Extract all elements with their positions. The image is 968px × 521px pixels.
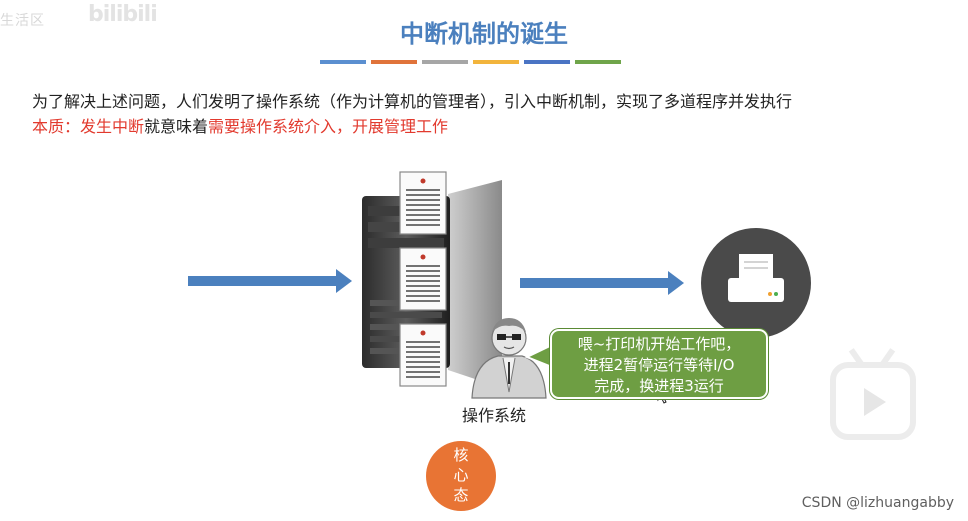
kernel-char: 心 — [453, 466, 469, 484]
bubble-line-1: 喂~打印机开始工作吧， — [577, 335, 741, 353]
output-arrow-icon — [520, 271, 684, 295]
kernel-char: 核 — [453, 446, 469, 464]
color-bar — [524, 60, 570, 64]
bubble-line-3: 完成，换进程3运行 — [594, 377, 724, 395]
bilibili-logo: bilibili — [88, 2, 158, 27]
input-arrow-icon — [188, 269, 352, 293]
document-icon — [399, 247, 447, 311]
color-bar — [422, 60, 468, 64]
essence-text: 本质：发生中断就意味着需要操作系统介入，开展管理工作 — [32, 113, 448, 137]
essence-part-2: 就意味着 — [144, 117, 209, 136]
essence-part-1: 本质：发生中断 — [32, 117, 145, 136]
kernel-mode-badge: 核 心 态 — [426, 441, 496, 511]
kernel-char: 态 — [453, 486, 469, 504]
slide-title: 中断机制的诞生 — [400, 20, 568, 48]
color-bar — [320, 60, 366, 64]
operating-system-person-icon — [471, 318, 547, 399]
bubble-line-2: 进程2暂停运行等待I/O — [583, 356, 735, 374]
site-watermark-text: 生活区 — [0, 13, 45, 29]
os-label: 操作系统 — [462, 406, 527, 425]
intro-text: 为了解决上述问题，人们发明了操作系统（作为计算机的管理者），引入中断机制，实现了… — [32, 92, 793, 111]
color-bar — [575, 60, 621, 64]
document-icon — [399, 323, 447, 387]
play-icon — [864, 388, 886, 416]
color-bar — [473, 60, 519, 64]
essence-part-3: 需要操作系统介入，开展管理工作 — [208, 117, 449, 136]
document-icon — [399, 171, 447, 235]
printer-icon — [701, 228, 811, 338]
title-color-bars — [320, 60, 621, 64]
csdn-watermark: CSDN @lizhuangabby — [801, 495, 954, 511]
color-bar — [371, 60, 417, 64]
video-play-button[interactable] — [830, 348, 916, 440]
speech-bubble: 喂~打印机开始工作吧， 进程2暂停运行等待I/O 完成，换进程3运行 — [550, 329, 768, 399]
